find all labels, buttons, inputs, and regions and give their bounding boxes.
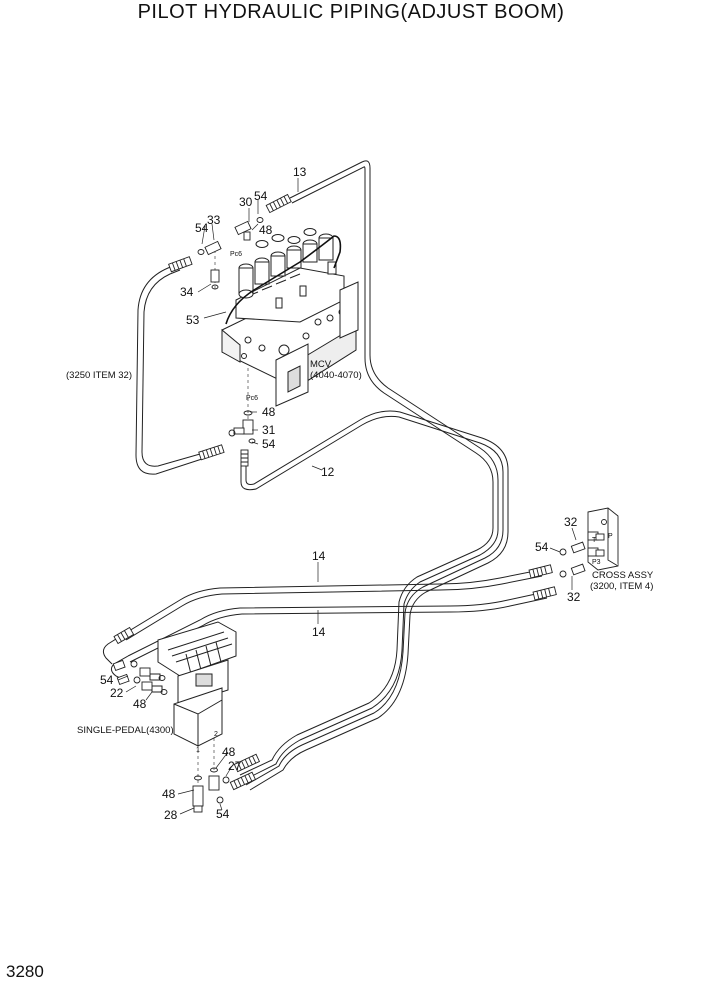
callout-12: 12	[321, 465, 335, 479]
callout-13: 13	[293, 165, 307, 179]
callout-48-low-left: 48	[162, 787, 176, 801]
callout-54-low: 54	[216, 807, 230, 821]
callout-34: 34	[180, 285, 194, 299]
callout-27: 27	[228, 759, 242, 773]
cross-assy-block	[559, 507, 619, 578]
mcv-part-range-label: (4040-4070)	[310, 370, 362, 381]
cross-port-t-label: T	[592, 537, 597, 544]
pilot-line-ref-label: (3250 ITEM 32)	[66, 370, 132, 381]
cross-assy-label: CROSS ASSY	[592, 570, 654, 581]
callout-32-bottom: 32	[567, 590, 581, 604]
callout-54-cross: 54	[535, 540, 549, 554]
mcv-valve-block	[221, 228, 359, 407]
fitting-31	[228, 410, 256, 444]
callout-32-top: 32	[564, 515, 578, 529]
callout-54-mid: 54	[262, 437, 276, 451]
hose-12	[240, 410, 509, 791]
callout-48-low-right: 48	[222, 745, 236, 759]
hose-14-pedal-ends	[102, 633, 129, 679]
callout-48-mid: 48	[262, 405, 276, 419]
hose-14-upper	[123, 569, 543, 641]
callout-14-lower: 14	[312, 625, 326, 639]
single-pedal-label: SINGLE-PEDAL(4300)	[77, 725, 174, 736]
pedal-port-1-label: 1	[196, 747, 200, 754]
callout-53: 53	[186, 313, 200, 327]
callout-28: 28	[164, 808, 178, 822]
callout-54-top: 54	[254, 189, 268, 203]
callout-numbers: 13 54 30 48 54 33 34 53 48 31 54 12 14 1…	[100, 165, 581, 822]
callout-54-left: 54	[195, 221, 209, 235]
callout-48-pedal: 48	[133, 697, 147, 711]
fitting-34	[210, 269, 220, 290]
cross-port-p-label: P	[608, 533, 613, 540]
callout-31: 31	[262, 423, 276, 437]
hose-14-lower	[127, 591, 548, 663]
hose-3250	[135, 263, 208, 475]
page-title: PILOT HYDRAULIC PIPING(ADJUST BOOM)	[137, 1, 565, 23]
callout-leaders	[117, 178, 577, 815]
fitting-33	[197, 240, 222, 256]
fitting-30	[234, 217, 264, 241]
pilot-hose-53	[225, 235, 342, 325]
cross-port-p3-label: P3	[592, 559, 601, 566]
mcv-label: MCV	[310, 359, 332, 370]
hose-13	[239, 160, 499, 781]
pedal-bottom-fittings	[192, 767, 230, 813]
callout-14-upper: 14	[312, 549, 326, 563]
single-pedal-valve	[149, 621, 237, 747]
callout-33: 33	[207, 213, 221, 227]
pc6-bottom-port-label: Pc6	[246, 395, 258, 402]
hose-crimps	[113, 193, 557, 791]
pedal-port-2-label: 2	[214, 731, 218, 738]
page-number: 3280	[6, 962, 44, 981]
cross-assy-ref-label: (3200, ITEM 4)	[590, 581, 653, 592]
pc6-top-port-label: Pc6	[230, 251, 242, 258]
callout-22: 22	[110, 686, 124, 700]
callout-30: 30	[239, 195, 253, 209]
callout-54-pedal: 54	[100, 673, 114, 687]
callout-48-top: 48	[259, 223, 273, 237]
